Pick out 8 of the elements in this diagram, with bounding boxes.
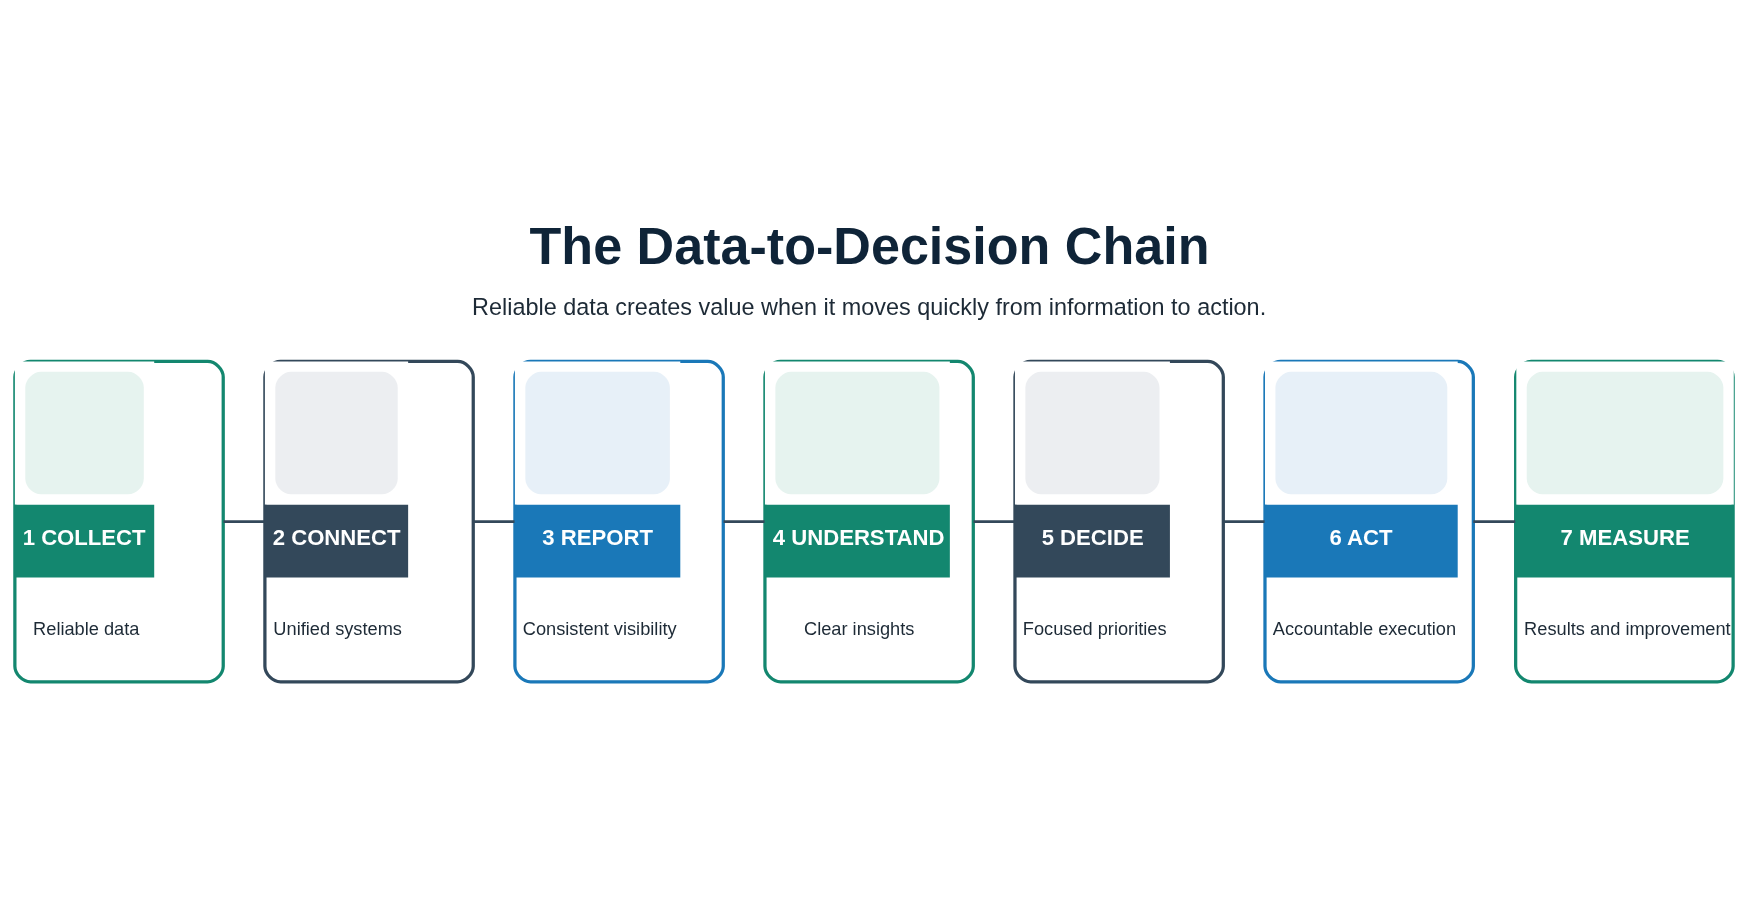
- connector: [1223, 519, 1265, 523]
- connector: [1473, 519, 1516, 523]
- diagram-title: The Data-to-Decision Chain: [529, 216, 1210, 275]
- label: Reliable data creates value when it moves quickly from information to action.: [472, 293, 1267, 320]
- connector: [973, 519, 1015, 523]
- connector: [723, 519, 765, 523]
- connector: [223, 519, 265, 523]
- connector: [473, 519, 515, 523]
